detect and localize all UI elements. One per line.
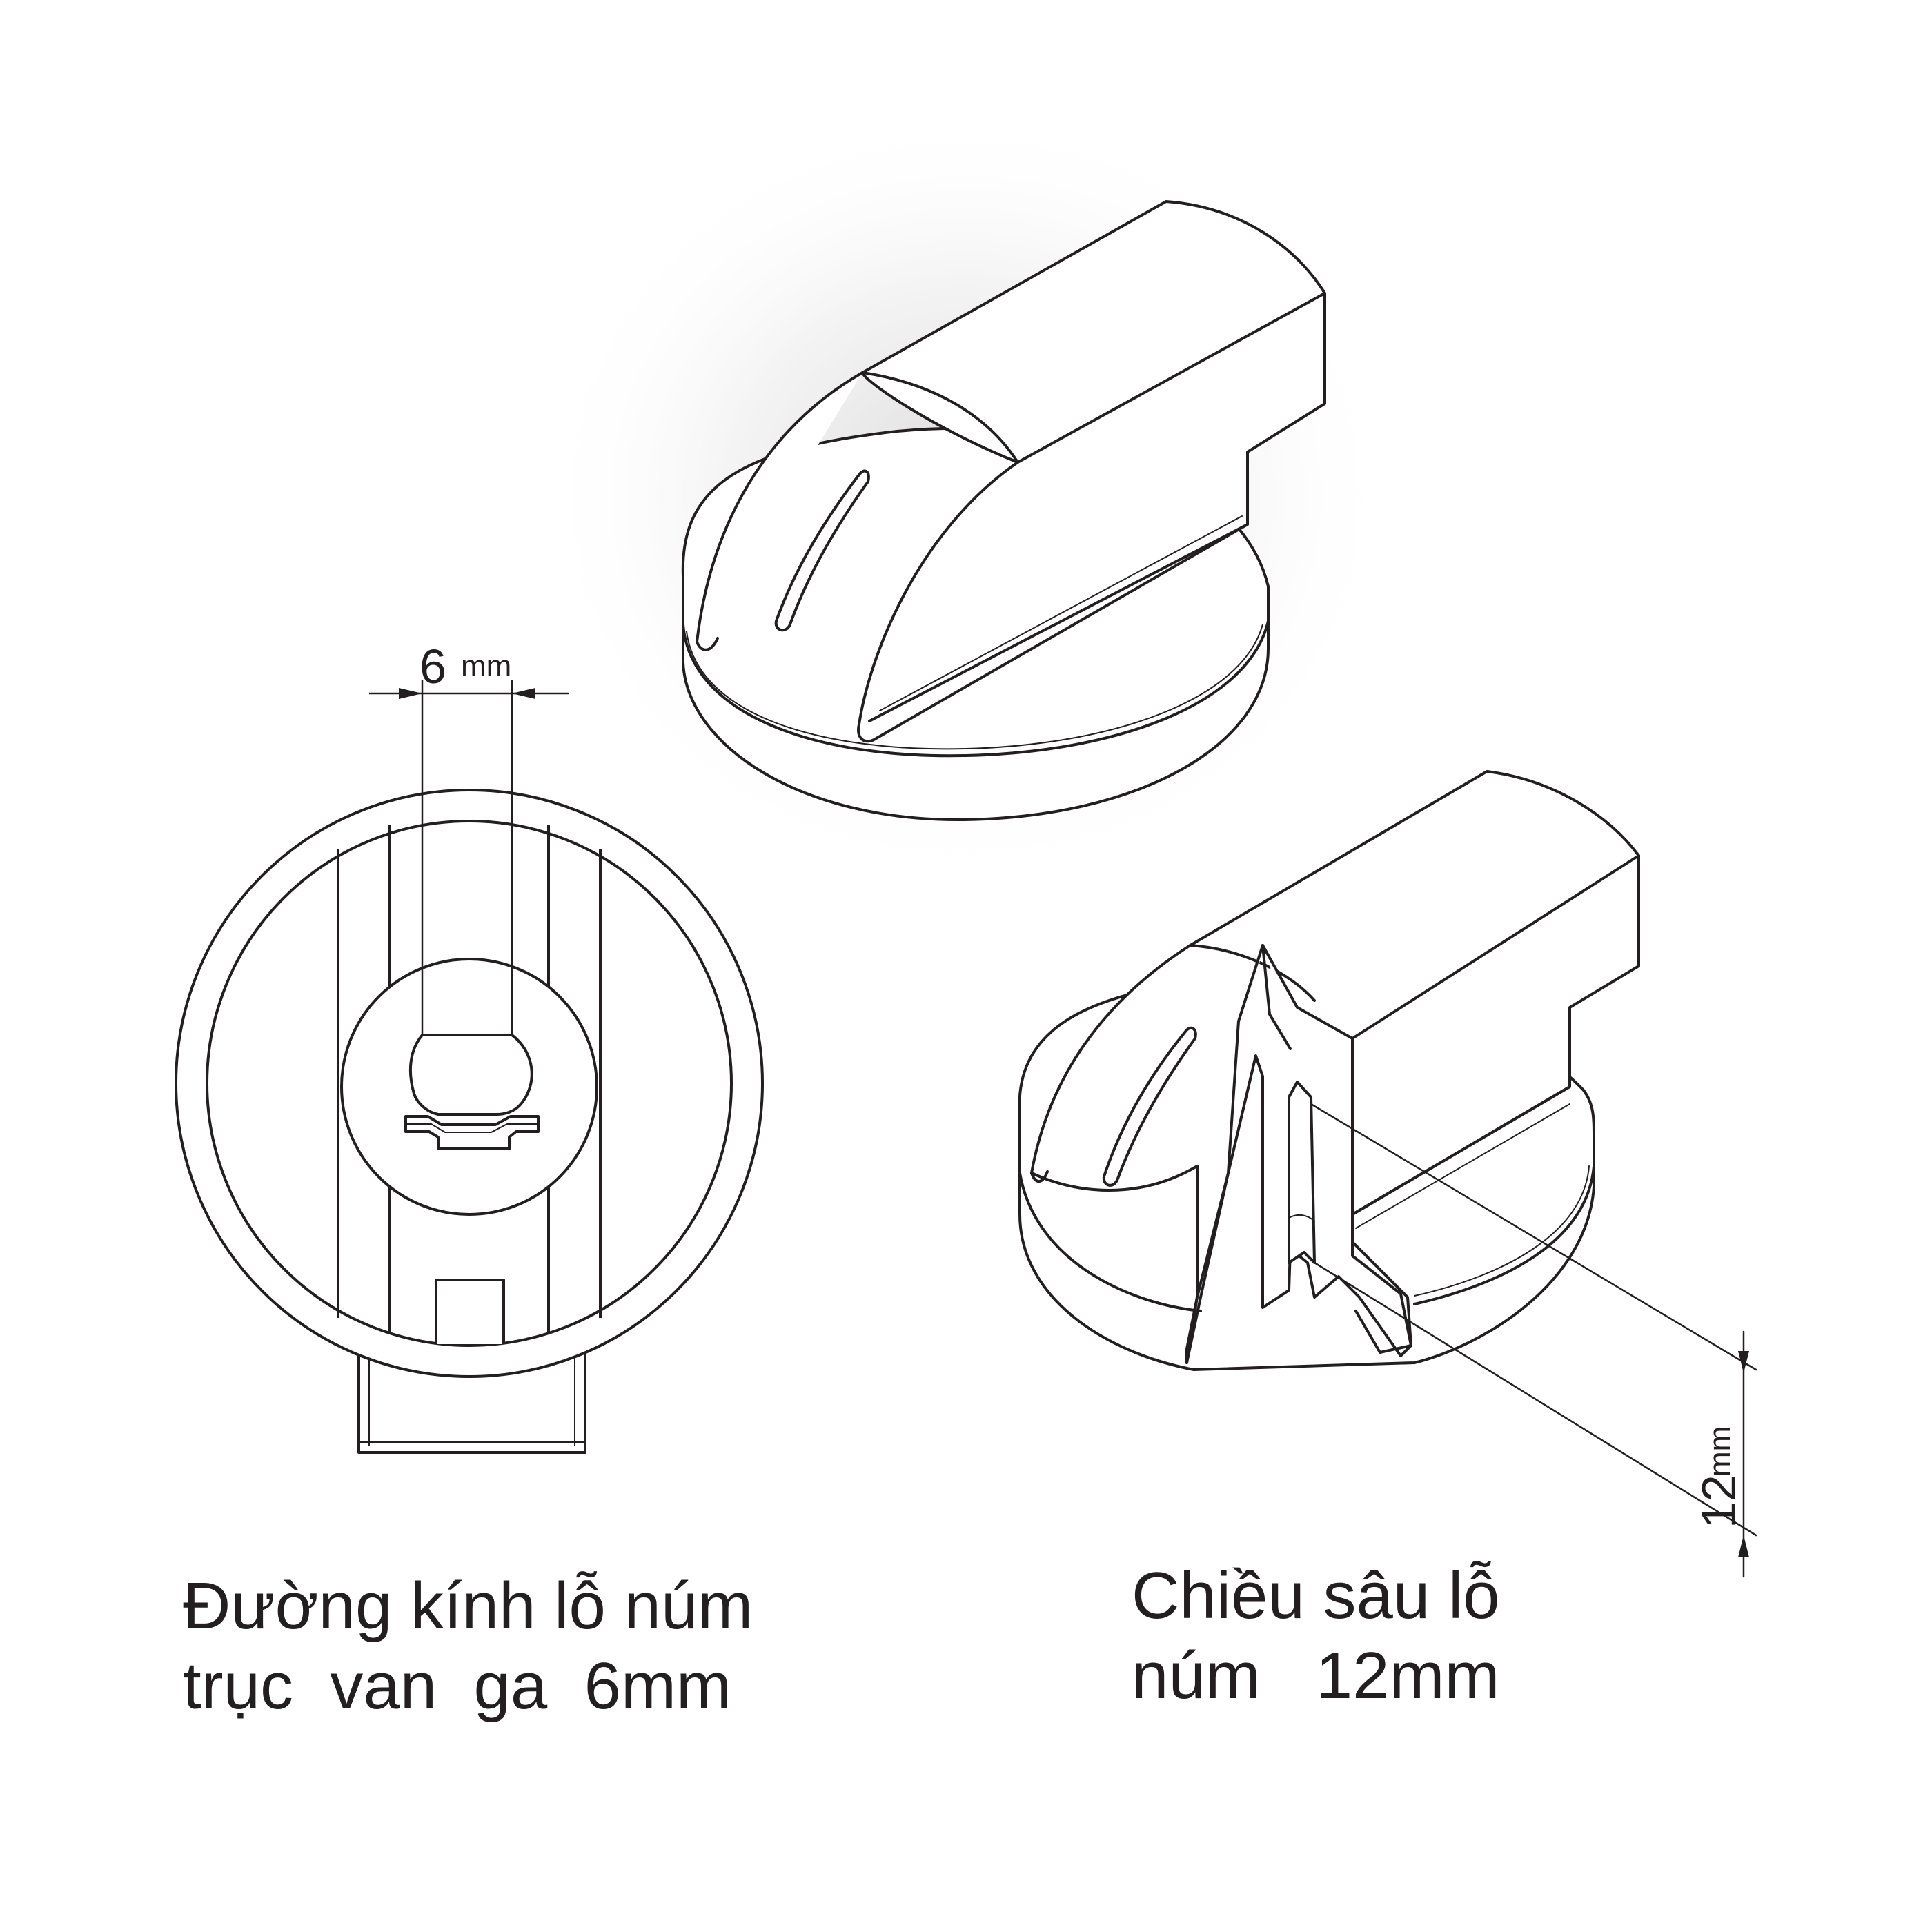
dim-6mm-arrow-left [399,688,422,699]
cutaway-rib-front [1354,1310,1412,1354]
top-knob-skirt-line [868,523,1249,722]
caption-shaft-diameter: Đường kính lỗ núm trục van ga 6mm [183,1566,753,1726]
top-knob-front-shoulder [696,637,719,651]
top-knob-base-rim [682,620,1270,758]
cutaway-knob [1018,770,1757,1578]
cutaway-wedge-right [1261,944,1354,1216]
dim-6mm-arrow-right [512,688,535,699]
cutaway-shaft-hole [1288,1081,1316,1264]
dim-6mm-unit: mm [461,649,511,683]
cutaway-ridge [1351,854,1640,1040]
cutaway-wedge-split [1261,944,1292,1050]
cutaway-base-rim-right [1413,1165,1595,1305]
cutaway-skirt-2 [1355,1103,1570,1229]
bottom-view [175,680,764,1454]
bottom-view-clip-detail [406,1123,538,1133]
caption-right-line2: núm 12mm [1132,1639,1500,1713]
top-knob-pointer-slot [774,469,870,632]
bottom-view-notch [435,1279,505,1344]
dim-12mm-extension-bottom [1313,1261,1757,1537]
cutaway-wedge-left [1185,944,1264,1364]
top-knob-isometric [538,110,1394,883]
top-knob-ridge [1016,292,1326,464]
top-knob-skirt-line-2 [879,515,1243,711]
cutaway-skirt [1351,1085,1571,1216]
cutaway-rib-diagonal [1351,1241,1412,1347]
cutaway-base-rim [1018,1172,1202,1312]
top-knob-base-rim-inner [686,624,1263,750]
top-knob-body [696,200,1326,743]
dim-12mm-arrow-top [1738,1351,1749,1373]
caption-hole-depth: Chiều sâu lỗ núm 12mm [1132,1556,1500,1716]
dim-6mm-value: 6 [420,640,446,693]
bottom-view-inner-ring [206,820,733,1347]
dim-12mm-arrow-bottom [1738,1535,1749,1557]
bottom-view-shaft-hole [408,1034,533,1116]
caption-left-line2: trục van ga 6mm [183,1649,731,1723]
cutaway-top-face [1189,944,1316,1002]
cutaway-base-rim-right-inner [1414,1165,1590,1297]
caption-left-line1: Đường kính lỗ núm [183,1569,753,1643]
top-knob-top-face [861,371,1019,464]
cutaway-shaft-hole-floor [1288,1214,1315,1222]
dim-12mm-value: 12 [1692,1475,1746,1528]
cutaway-pointer-slot [1102,1026,1197,1187]
dim-12mm-unit: mm [1703,1426,1737,1477]
dim-12mm-extension-top [1310,1103,1757,1371]
bottom-view-grip [357,1344,586,1454]
cutaway-front-shoulder [1030,1170,1049,1183]
caption-right-line1: Chiều sâu lỗ [1132,1559,1500,1633]
